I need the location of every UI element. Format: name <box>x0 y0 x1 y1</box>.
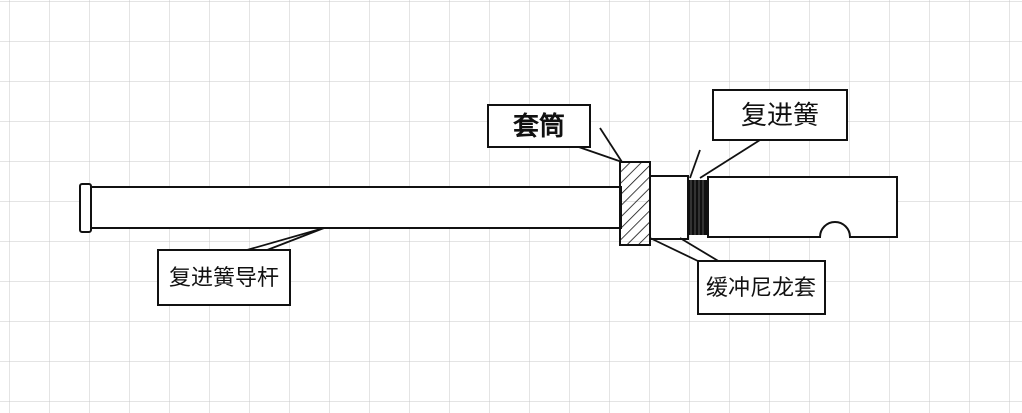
buffer-sleeve-leader <box>649 237 701 263</box>
guide-rod <box>79 183 622 233</box>
guide-rod-body <box>90 186 622 229</box>
recoil-spring-leader <box>689 149 701 179</box>
sleeve-leader <box>599 127 623 163</box>
buffer-sleeve-label: 缓冲尼龙套 <box>706 276 816 301</box>
callout-recoil-spring: 复进簧 <box>712 89 848 141</box>
guide-rod-end-cap <box>79 183 92 233</box>
callout-guide-rod: 复进簧导杆 <box>157 249 291 306</box>
sleeve-part <box>619 161 651 246</box>
bolt-body <box>707 176 898 238</box>
sleeve-label: 套筒 <box>513 111 565 142</box>
recoil-spring-part <box>688 180 708 235</box>
guide-rod-label: 复进簧导杆 <box>169 266 279 291</box>
recoil-spring-label: 复进簧 <box>741 101 819 131</box>
callout-sleeve: 套筒 <box>487 104 591 148</box>
guide-rod-leader <box>239 227 325 253</box>
buffer-sleeve-part <box>649 175 689 240</box>
callout-buffer-sleeve: 缓冲尼龙套 <box>697 260 826 315</box>
